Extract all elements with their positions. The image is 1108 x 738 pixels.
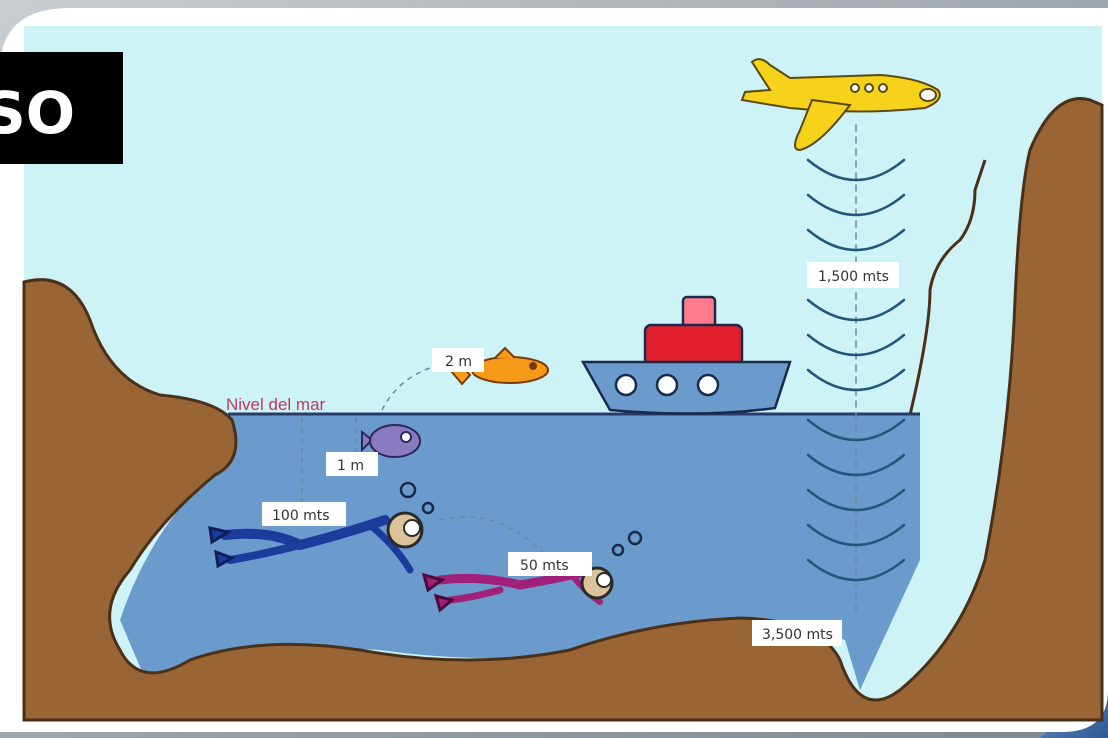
boat-hull	[583, 362, 790, 414]
sonar-depth-label: 3,500 mts	[762, 627, 833, 643]
fish-depth-label: 1 m	[337, 458, 364, 474]
airplane-cockpit	[920, 89, 936, 101]
boat-porthole	[698, 375, 718, 395]
sea-level-label: Nivel del mar	[226, 395, 326, 414]
fish-eye	[401, 432, 411, 442]
boat-porthole	[616, 375, 636, 395]
title-badge-text: SO	[0, 79, 75, 147]
diver2-depth-label: 50 mts	[520, 558, 569, 574]
diver-mask	[597, 573, 611, 587]
fish-jump-label: 2 m	[445, 354, 472, 370]
boat-porthole	[657, 375, 677, 395]
diver1-depth-label: 100 mts	[272, 508, 330, 524]
sonar-altitude-label: 1,500 mts	[818, 269, 889, 285]
diver-mask	[404, 520, 420, 536]
airplane-window	[851, 84, 859, 92]
fish-eye	[530, 363, 536, 369]
airplane-window	[879, 84, 887, 92]
boat-cabin	[645, 325, 742, 365]
airplane-window	[865, 84, 873, 92]
